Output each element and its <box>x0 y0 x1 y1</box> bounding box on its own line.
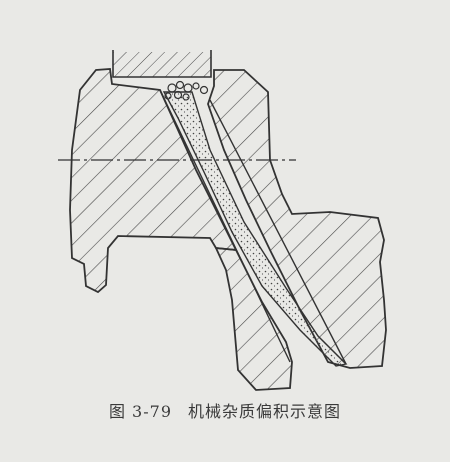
top-cap <box>112 50 212 78</box>
left-body <box>69 68 238 294</box>
particle-cluster <box>164 80 209 101</box>
lower-left-leg <box>214 246 293 391</box>
figure-number: 图 3-79 <box>108 402 173 421</box>
figure-title: 机械杂质偏积示意图 <box>188 402 342 421</box>
channel-edge-left <box>159 89 291 363</box>
right-body <box>207 69 387 369</box>
figure-caption: 图 3-79 机械杂质偏积示意图 <box>0 398 450 422</box>
channel-edge-right <box>209 99 347 365</box>
